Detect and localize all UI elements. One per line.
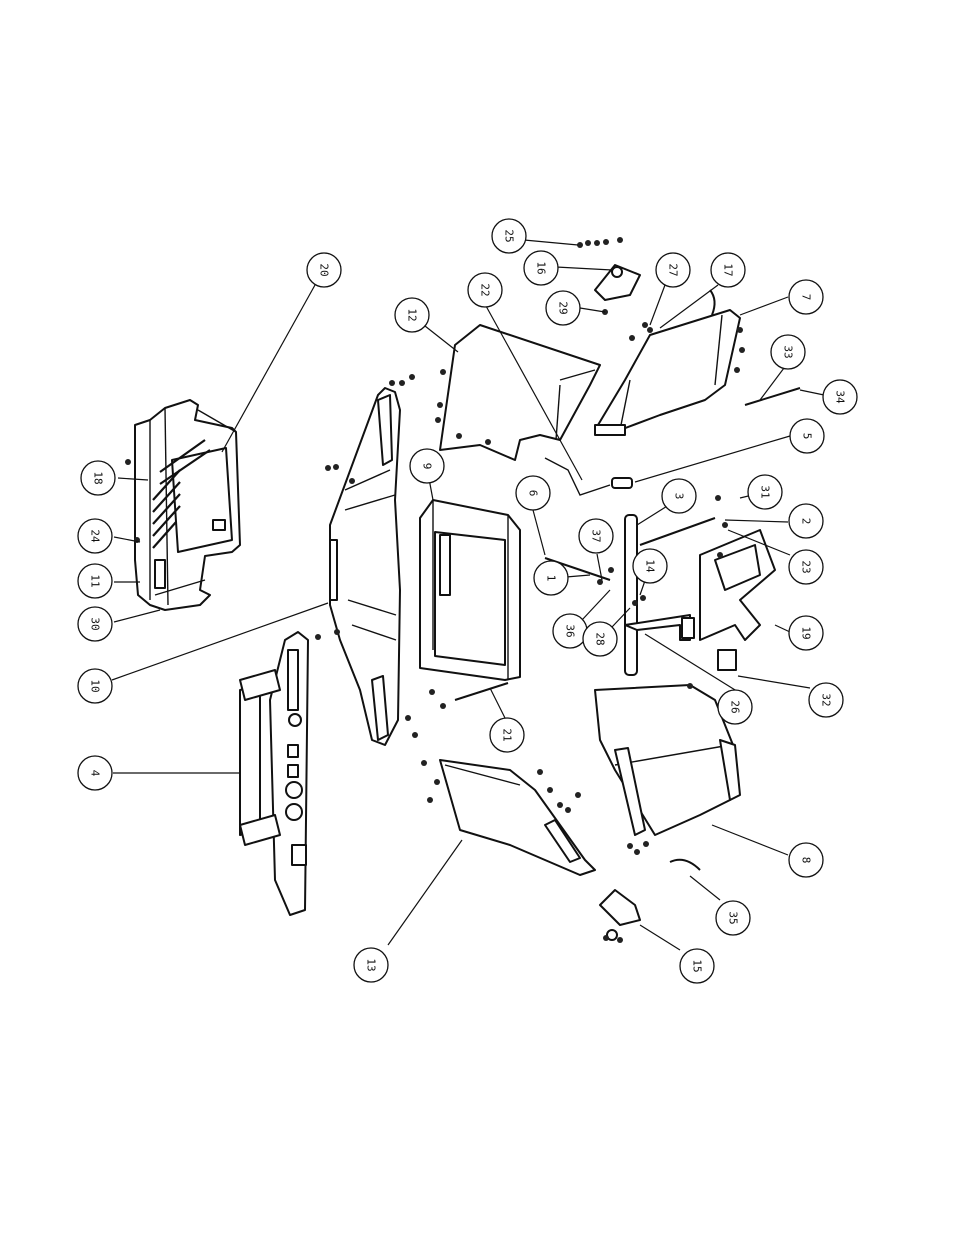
- part-top-bracket: [594, 264, 641, 301]
- callout-10: 10: [77, 668, 113, 704]
- svg-text:15: 15: [691, 959, 704, 972]
- svg-text:35: 35: [727, 911, 740, 924]
- callout-19: 19: [788, 615, 824, 651]
- svg-text:24: 24: [89, 529, 102, 543]
- callout-5: 5: [789, 418, 825, 454]
- part-upper-right-panel: [594, 309, 741, 436]
- callout-28: 28: [582, 621, 618, 657]
- part-right-plate: [699, 529, 776, 641]
- svg-text:32: 32: [820, 693, 833, 706]
- callout-11: 11: [77, 563, 113, 599]
- callouts: 25 16 22 20 12 29 27 17 7 33 34 5 9 18 2…: [77, 218, 858, 984]
- callout-36: 36: [552, 613, 588, 649]
- part-link-rod-23: [639, 517, 716, 546]
- svg-text:27: 27: [667, 263, 680, 276]
- callout-32: 32: [808, 682, 844, 718]
- callout-15: 15: [679, 948, 715, 984]
- svg-text:13: 13: [365, 958, 378, 971]
- svg-text:18: 18: [92, 471, 105, 484]
- part-center-box: [419, 499, 521, 681]
- svg-text:26: 26: [729, 700, 742, 713]
- svg-text:3: 3: [673, 493, 686, 500]
- svg-text:8: 8: [800, 857, 813, 864]
- svg-text:20: 20: [318, 263, 331, 276]
- callout-3: 3: [661, 478, 697, 514]
- svg-text:25: 25: [503, 229, 516, 242]
- svg-text:37: 37: [590, 529, 603, 542]
- seat-frame-hatching: [152, 439, 211, 549]
- callout-12: 12: [394, 297, 430, 333]
- callout-29: 29: [545, 290, 581, 326]
- part-small-plate: [717, 649, 737, 671]
- svg-text:30: 30: [89, 617, 102, 630]
- svg-text:1: 1: [545, 575, 558, 582]
- part-upper-panel: [439, 324, 601, 461]
- part-clip-17: [709, 289, 716, 316]
- callout-17: 17: [710, 252, 746, 288]
- svg-text:36: 36: [564, 624, 577, 637]
- part-lower-right-panel: [594, 684, 741, 836]
- part-seat-frame: [134, 399, 241, 611]
- callout-14: 14: [632, 548, 668, 584]
- callout-34: 34: [822, 379, 858, 415]
- callout-27: 27: [655, 252, 691, 288]
- svg-text:19: 19: [800, 626, 813, 639]
- svg-text:7: 7: [800, 294, 813, 301]
- part-long-rail: [239, 631, 309, 916]
- part-lower-panel: [439, 759, 596, 876]
- svg-text:31: 31: [759, 485, 772, 498]
- callout-24: 24: [77, 518, 113, 554]
- svg-text:21: 21: [501, 728, 514, 741]
- part-vertical-rod: [624, 514, 695, 676]
- callout-26: 26: [717, 689, 753, 725]
- svg-text:16: 16: [535, 261, 548, 274]
- leader-lines: [111, 239, 825, 951]
- svg-text:6: 6: [527, 490, 540, 497]
- svg-text:9: 9: [421, 463, 434, 470]
- callout-13: 13: [353, 947, 389, 983]
- svg-text:23: 23: [800, 560, 813, 573]
- callout-7: 7: [788, 279, 824, 315]
- callout-30: 30: [77, 606, 113, 642]
- svg-text:17: 17: [722, 263, 735, 276]
- svg-text:11: 11: [89, 574, 102, 587]
- part-bottom-bracket: [599, 889, 641, 941]
- callout-23: 23: [788, 549, 824, 585]
- svg-text:28: 28: [594, 632, 607, 645]
- part-bar-21: [454, 682, 509, 701]
- fasteners: [125, 237, 745, 943]
- part-center-panel: [329, 387, 401, 746]
- callout-8: 8: [788, 842, 824, 878]
- callout-16: 16: [523, 250, 559, 286]
- svg-text:33: 33: [782, 345, 795, 358]
- callout-4: 4: [77, 755, 113, 791]
- callout-25: 25: [491, 218, 527, 254]
- callout-33: 33: [770, 334, 806, 370]
- part-spring-33: [744, 387, 801, 406]
- callout-22: 22: [467, 272, 503, 308]
- callout-20: 20: [306, 252, 342, 288]
- svg-text:22: 22: [479, 283, 492, 296]
- svg-text:12: 12: [406, 308, 419, 321]
- callout-9: 9: [409, 448, 445, 484]
- svg-text:5: 5: [801, 433, 814, 440]
- svg-text:14: 14: [644, 559, 657, 573]
- callout-6: 6: [515, 475, 551, 511]
- callout-31: 31: [747, 474, 783, 510]
- svg-text:4: 4: [89, 770, 102, 777]
- callout-2: 2: [788, 503, 824, 539]
- part-clip-35: [669, 858, 701, 871]
- callout-1: 1: [533, 560, 569, 596]
- callout-37: 37: [578, 518, 614, 554]
- svg-text:29: 29: [557, 301, 570, 314]
- svg-text:34: 34: [834, 390, 847, 404]
- callout-18: 18: [80, 460, 116, 496]
- callout-21: 21: [489, 717, 525, 753]
- part-lever: [544, 457, 633, 496]
- svg-text:2: 2: [800, 518, 813, 525]
- callout-35: 35: [715, 900, 751, 936]
- svg-text:10: 10: [89, 679, 102, 692]
